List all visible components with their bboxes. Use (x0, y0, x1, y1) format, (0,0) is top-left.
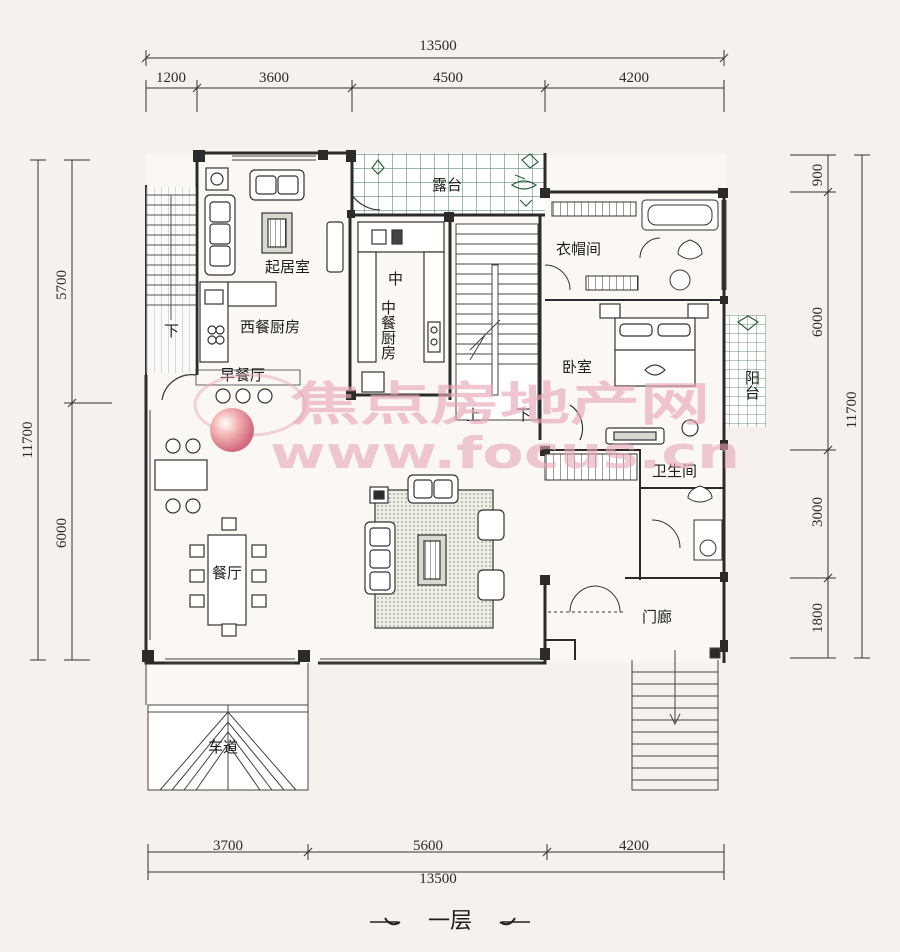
watermark-url: www.focus.cn (270, 428, 740, 479)
room-chinese-kitchen-1: 中 (388, 270, 403, 288)
dim-top-seg-4: 4200 (619, 70, 649, 86)
dimension-lines (30, 50, 870, 880)
dim-right-seg-2: 6000 (810, 307, 826, 337)
windows (149, 155, 727, 664)
room-dining: 餐厅 (212, 564, 242, 582)
dim-right-seg-4: 1800 (810, 603, 826, 633)
chinese-kitchen-fixtures (357, 221, 445, 393)
floor-label: 一层 (428, 909, 472, 934)
room-balcony: 阳台 (743, 370, 761, 400)
main-lounge (364, 474, 505, 629)
dim-right-total: 11700 (844, 392, 860, 429)
room-terrace: 露台 (432, 176, 462, 194)
porch-stairs (631, 647, 721, 791)
bathroom-fixtures (544, 453, 723, 561)
dim-bottom-seg-3: 4200 (619, 838, 649, 854)
watermark: 焦点房地产网 www.focus.cn (193, 373, 740, 479)
room-bathroom: 卫生间 (652, 462, 697, 480)
western-kitchen-fixtures (199, 281, 277, 363)
room-driveway: 车道 (208, 738, 238, 756)
porch (548, 585, 625, 613)
dim-top-seg-1: 1200 (156, 70, 186, 86)
dim-bottom-total: 13500 (419, 871, 457, 887)
dim-right-seg-1: 900 (810, 164, 826, 187)
room-chinese-kitchen: 中餐厨房 (379, 300, 397, 360)
dim-top-total: 13500 (419, 38, 457, 54)
room-porch: 门廊 (642, 608, 672, 626)
dim-top-seg-3: 4500 (433, 70, 463, 86)
room-western-kitchen: 西餐厨房 (240, 318, 300, 336)
dim-right-seg-3: 3000 (810, 497, 826, 527)
room-cloakroom: 衣帽间 (556, 240, 601, 258)
floor-title (370, 917, 530, 926)
room-living-room: 起居室 (265, 258, 310, 276)
left-staircase (146, 187, 196, 373)
bedroom-furniture (569, 303, 709, 445)
living-room-furniture (204, 167, 381, 276)
dim-top-seg-2: 3600 (259, 70, 289, 86)
stair-label-down: 下 (516, 406, 531, 424)
terrace-plants (371, 153, 539, 207)
watermark-brand: 焦点房地产网 (290, 377, 710, 431)
dim-left-seg-2: 6000 (54, 518, 70, 548)
room-bedroom: 卧室 (562, 358, 592, 376)
dim-left-seg-1: 5700 (54, 270, 70, 300)
cloakroom-fixtures (544, 199, 719, 291)
stair-label-left-down: 下 (164, 322, 179, 340)
dim-left-total: 11700 (20, 422, 36, 459)
driveway (145, 663, 309, 791)
dim-bottom-seg-1: 3700 (213, 838, 243, 854)
watermark-logo-icon (210, 408, 254, 452)
balcony-plant (736, 315, 760, 331)
central-staircase (455, 223, 539, 421)
dining-furniture (154, 438, 267, 637)
wall-posts (142, 150, 728, 662)
balcony-tiles (724, 315, 766, 427)
dim-bottom-seg-2: 5600 (413, 838, 443, 854)
stair-label-up: 上 (466, 406, 481, 424)
breakfast-furniture (161, 369, 301, 404)
